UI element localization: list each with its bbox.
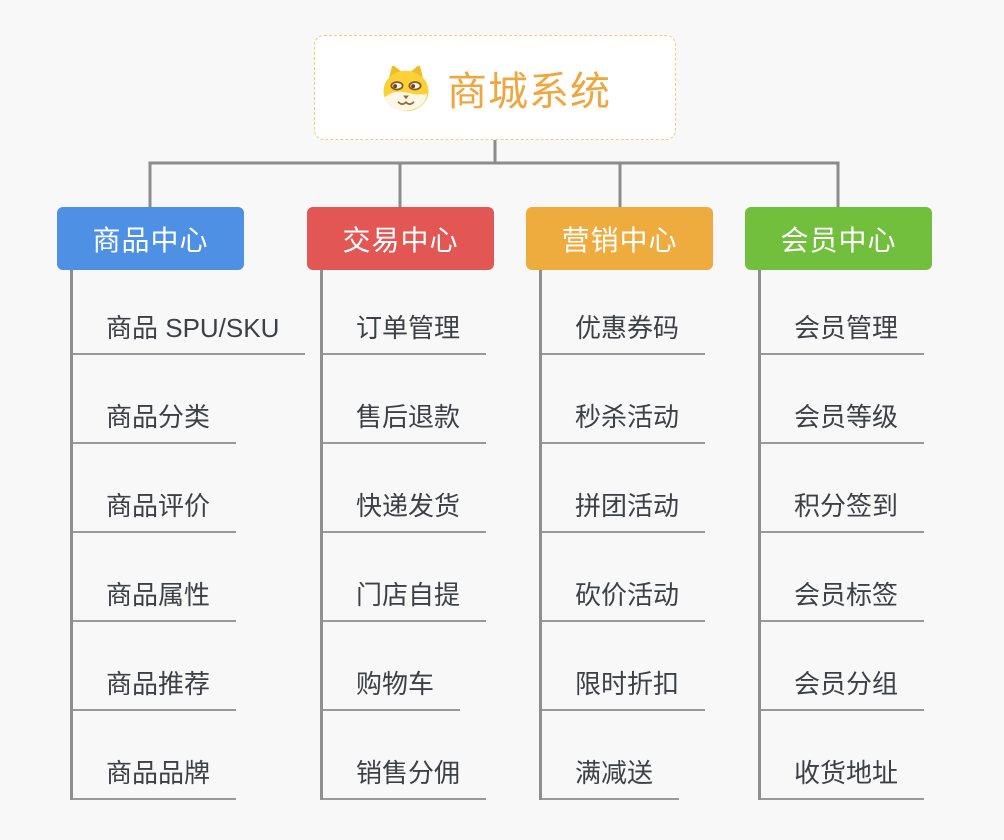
sub-item[interactable]: 商品评价 bbox=[73, 444, 305, 533]
sub-item[interactable]: 会员等级 bbox=[761, 355, 932, 444]
branch-node[interactable]: 营销中心 bbox=[526, 207, 713, 270]
branch-label: 商品中心 bbox=[92, 224, 209, 256]
sub-item-label: 会员分组 bbox=[761, 664, 925, 711]
sub-item-label: 拼团活动 bbox=[542, 486, 706, 533]
branch-item-list: 商品 SPU/SKU 商品分类商品评价商品属性商品推荐商品品牌 bbox=[70, 270, 306, 800]
sub-item[interactable]: 订单管理 bbox=[323, 270, 494, 355]
sub-item[interactable]: 购物车 bbox=[323, 622, 494, 711]
branch-node[interactable]: 会员中心 bbox=[745, 207, 932, 270]
sub-item-label: 商品推荐 bbox=[73, 664, 237, 711]
sub-item-label: 商品 SPU/SKU bbox=[73, 308, 306, 355]
sub-item-label: 购物车 bbox=[323, 664, 461, 711]
branch-item-list: 会员管理会员等级积分签到会员标签会员分组收货地址 bbox=[758, 270, 932, 800]
branch-label: 交易中心 bbox=[342, 224, 459, 256]
sub-item-label: 商品品牌 bbox=[73, 753, 237, 800]
branch-1: 交易中心 订单管理售后退款快递发货门店自提购物车销售分佣 bbox=[307, 207, 494, 800]
sub-item-label: 商品分类 bbox=[73, 397, 237, 444]
sub-item[interactable]: 秒杀活动 bbox=[542, 355, 713, 444]
sub-item[interactable]: 限时折扣 bbox=[542, 622, 713, 711]
sub-item[interactable]: 商品 SPU/SKU bbox=[73, 270, 306, 355]
sub-item-label: 快递发货 bbox=[323, 486, 487, 533]
sub-item-label: 积分签到 bbox=[761, 486, 925, 533]
sub-item-label: 商品属性 bbox=[73, 575, 237, 622]
sub-item[interactable]: 售后退款 bbox=[323, 355, 494, 444]
sub-item-label: 秒杀活动 bbox=[542, 397, 706, 444]
branch-label: 会员中心 bbox=[780, 224, 897, 256]
sub-item[interactable]: 商品推荐 bbox=[73, 622, 305, 711]
sub-item-label: 订单管理 bbox=[323, 308, 487, 355]
sub-item[interactable]: 收货地址 bbox=[761, 711, 932, 800]
sub-item[interactable]: 销售分佣 bbox=[323, 711, 494, 800]
sub-item-label: 销售分佣 bbox=[323, 753, 487, 800]
sub-item[interactable]: 会员标签 bbox=[761, 533, 932, 622]
sub-item-label: 门店自提 bbox=[323, 575, 487, 622]
sub-item[interactable]: 会员管理 bbox=[761, 270, 932, 355]
branch-node[interactable]: 商品中心 bbox=[57, 207, 244, 270]
branch-node[interactable]: 交易中心 bbox=[307, 207, 494, 270]
sub-item[interactable]: 优惠券码 bbox=[542, 270, 713, 355]
sub-item[interactable]: 快递发货 bbox=[323, 444, 494, 533]
sub-item-label: 砍价活动 bbox=[542, 575, 706, 622]
branch-label: 营销中心 bbox=[561, 224, 678, 256]
sub-item[interactable]: 商品分类 bbox=[73, 355, 305, 444]
sub-item-label: 会员标签 bbox=[761, 575, 925, 622]
sub-item-label: 会员管理 bbox=[761, 308, 925, 355]
branch-item-list: 订单管理售后退款快递发货门店自提购物车销售分佣 bbox=[320, 270, 494, 800]
sub-item[interactable]: 商品属性 bbox=[73, 533, 305, 622]
sub-item[interactable]: 门店自提 bbox=[323, 533, 494, 622]
root-node[interactable]: 商城系统 bbox=[314, 35, 676, 140]
branch-3: 会员中心 会员管理会员等级积分签到会员标签会员分组收货地址 bbox=[745, 207, 932, 800]
sub-item[interactable]: 会员分组 bbox=[761, 622, 932, 711]
sub-item[interactable]: 商品品牌 bbox=[73, 711, 305, 800]
sub-item[interactable]: 满减送 bbox=[542, 711, 713, 800]
root-title: 商城系统 bbox=[447, 69, 611, 114]
sub-item-label: 商品评价 bbox=[73, 486, 237, 533]
branch-0: 商品中心 商品 SPU/SKU 商品分类商品评价商品属性商品推荐商品品牌 bbox=[57, 207, 306, 800]
sub-item-label: 收货地址 bbox=[761, 753, 925, 800]
shiba-dog-icon bbox=[383, 65, 429, 111]
sub-item-label: 优惠券码 bbox=[542, 308, 706, 355]
sub-item-label: 售后退款 bbox=[323, 397, 487, 444]
branch-2: 营销中心 优惠券码秒杀活动拼团活动砍价活动限时折扣满减送 bbox=[526, 207, 713, 800]
sub-item-label: 满减送 bbox=[542, 753, 680, 800]
branch-item-list: 优惠券码秒杀活动拼团活动砍价活动限时折扣满减送 bbox=[539, 270, 713, 800]
sub-item[interactable]: 拼团活动 bbox=[542, 444, 713, 533]
sub-item[interactable]: 积分签到 bbox=[761, 444, 932, 533]
sub-item-label: 会员等级 bbox=[761, 397, 925, 444]
sub-item-label: 限时折扣 bbox=[542, 664, 706, 711]
sub-item[interactable]: 砍价活动 bbox=[542, 533, 713, 622]
